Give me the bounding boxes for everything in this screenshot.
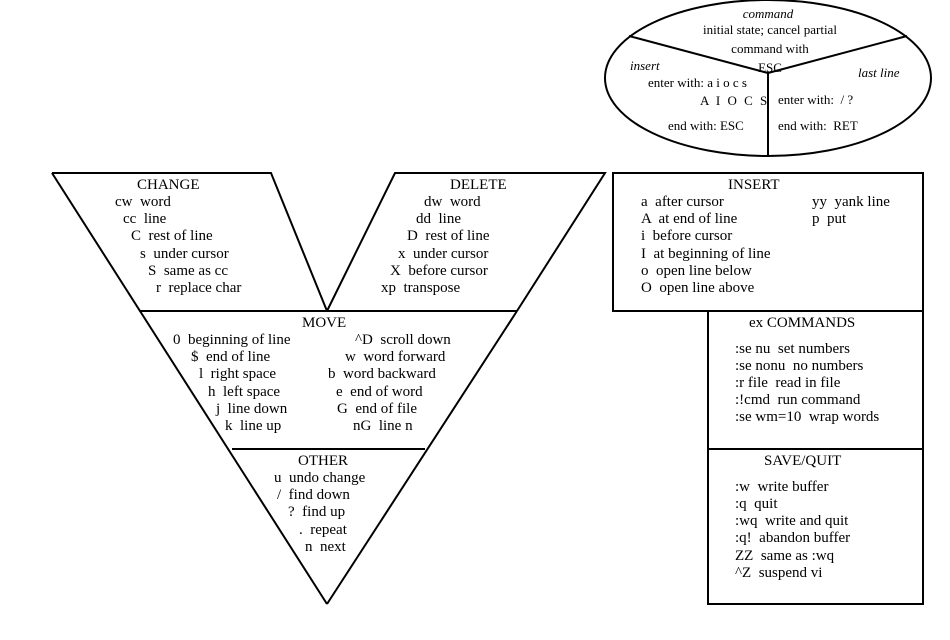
change-item: S same as cc (148, 263, 228, 279)
command-mode-desc-1: initial state; cancel partial (703, 22, 837, 37)
change-item: cc line (123, 211, 167, 227)
delete-item: x under cursor (398, 246, 489, 262)
save-quit-item: :w write buffer (735, 479, 829, 495)
oval-divider-right (767, 35, 908, 74)
insert-mode-label: insert (630, 58, 660, 73)
other-item: . repeat (299, 522, 347, 538)
ex-command-item: :se nonu no numbers (735, 358, 864, 374)
insert-mode-enter-2: A I O C S (700, 93, 770, 108)
other-item: u undo change (274, 470, 366, 486)
other-item: ? find up (288, 504, 346, 520)
delete-item: xp transpose (381, 280, 461, 296)
insert-mode-enter-1: enter with: a i o c s (648, 75, 747, 90)
change-item: cw word (115, 194, 171, 210)
move-right-item: b word backward (328, 366, 436, 382)
move-right-item: w word forward (345, 349, 446, 365)
save-quit-item: ^Z suspend vi (735, 565, 823, 581)
insert-item: O open line above (641, 280, 755, 296)
command-mode-label: command (742, 6, 794, 21)
move-right-item: e end of word (336, 384, 423, 400)
delete-item: X before cursor (390, 263, 488, 279)
move-left-item: j line down (216, 401, 288, 417)
insert-yank-item: yy yank line (812, 194, 890, 210)
move-left-item: k line up (225, 418, 282, 434)
save-quit-item: :wq write and quit (735, 513, 849, 529)
save-quit-item: :q quit (735, 496, 778, 512)
insert-title: INSERT (728, 177, 780, 193)
insert-put-item: p put (812, 211, 847, 227)
move-left-item: $ end of line (191, 349, 271, 365)
delete-item: D rest of line (407, 228, 490, 244)
insert-item: o open line below (641, 263, 752, 279)
delete-triangle (326, 172, 607, 312)
change-item: C rest of line (131, 228, 213, 244)
command-mode-desc-2: command with (731, 41, 809, 56)
save-quit-item: ZZ same as :wq (735, 548, 835, 564)
other-item: n next (305, 539, 346, 555)
ex-command-item: :r file read in file (735, 375, 841, 391)
change-item: r replace char (156, 280, 242, 296)
move-left-item: h left space (208, 384, 281, 400)
move-left-item: 0 beginning of line (173, 332, 291, 348)
ex-command-item: :se wm=10 wrap words (735, 409, 880, 425)
save-quit-item: :q! abandon buffer (735, 530, 851, 546)
insert-item: i before cursor (641, 228, 733, 244)
ex-commands-title: ex COMMANDS (749, 315, 856, 331)
move-right-item: ^D scroll down (355, 332, 451, 348)
change-item: s under cursor (140, 246, 229, 262)
move-left-side (139, 310, 328, 605)
change-title: CHANGE (137, 177, 200, 193)
save-quit-box (707, 448, 924, 605)
command-mode-desc-3: ESC (758, 60, 782, 75)
insert-mode-end: end with: ESC (668, 118, 744, 133)
ex-command-item: :!cmd run command (735, 392, 861, 408)
move-left-item: l right space (199, 366, 277, 382)
move-right-side (326, 310, 518, 605)
last-line-mode-label: last line (858, 65, 900, 80)
insert-item: I at beginning of line (641, 246, 771, 262)
move-title: MOVE (302, 315, 347, 331)
insert-item: A at end of line (641, 211, 738, 227)
last-line-mode-enter: enter with: / ? (778, 92, 854, 107)
last-line-mode-end: end with: RET (778, 118, 858, 133)
move-right-item: G end of file (337, 401, 417, 417)
delete-item: dw word (424, 194, 481, 210)
oval-divider-left (628, 35, 769, 74)
move-right-item: nG line n (353, 418, 413, 434)
other-item: / find down (277, 487, 350, 503)
delete-item: dd line (416, 211, 461, 227)
save-quit-title: SAVE/QUIT (764, 453, 842, 469)
insert-item: a after cursor (641, 194, 724, 210)
ex-command-item: :se nu set numbers (735, 341, 850, 357)
other-title: OTHER (298, 453, 348, 469)
delete-title: DELETE (450, 177, 507, 193)
